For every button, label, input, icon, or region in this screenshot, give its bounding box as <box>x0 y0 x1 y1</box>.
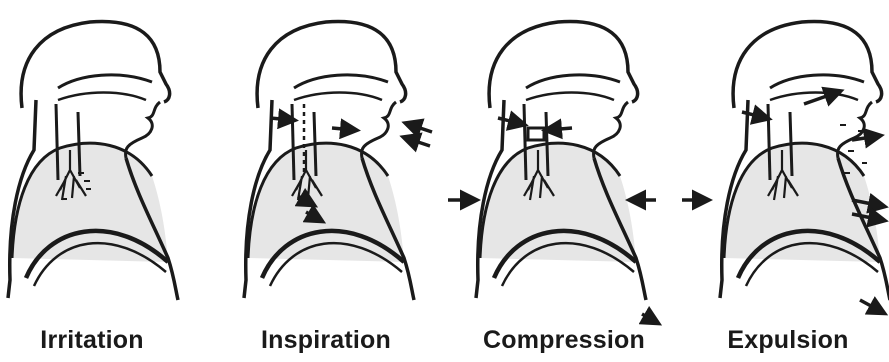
closed-glottis <box>528 128 544 140</box>
panel-irritation <box>8 21 178 300</box>
panel-inspiration <box>244 21 432 300</box>
stage-label-irritation: Irritation <box>0 326 192 355</box>
stage-label-expulsion: Expulsion <box>688 326 888 355</box>
stage-label-inspiration: Inspiration <box>226 326 426 355</box>
panel-expulsion <box>682 21 889 312</box>
stage-label-compression: Compression <box>464 326 664 355</box>
panel-compression <box>448 21 656 322</box>
